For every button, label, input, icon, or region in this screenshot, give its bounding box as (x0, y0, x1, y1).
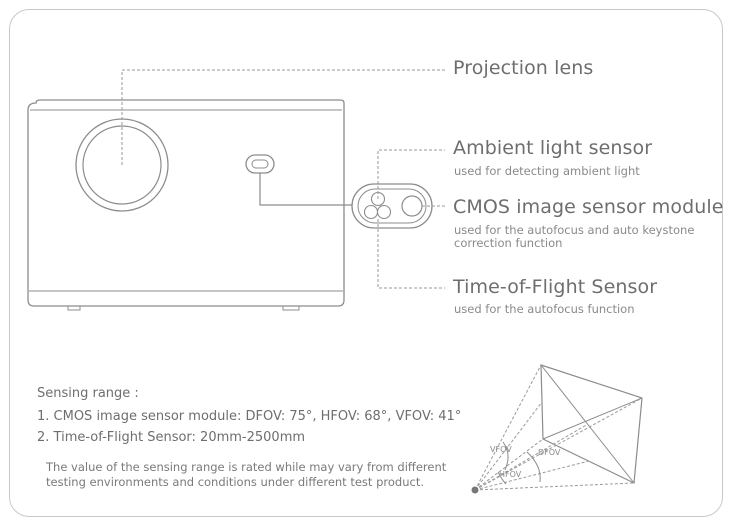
sensing-range-note: The value of the sensing range is rated … (46, 460, 466, 490)
magnify-connector (259, 173, 352, 206)
label-ambient-light-sensor: Ambient light sensor (453, 137, 653, 159)
dfov-label: DFOV (538, 448, 561, 457)
leader-projection-lens (121, 69, 445, 165)
leader-ambient-light (377, 149, 445, 199)
sensing-range-line2: 2. Time-of-Flight Sensor: 20mm-2500mm (37, 430, 306, 445)
vfov-label: VFOV (490, 445, 512, 454)
outer-frame (9, 9, 723, 517)
desc-cmos-module-line1: used for the autofocus and auto keystone (454, 223, 695, 237)
sensing-range-line1: 1. CMOS image sensor module: DFOV: 75°, … (37, 409, 462, 424)
note-line2: testing environments and conditions unde… (46, 475, 424, 489)
label-projection-lens: Projection lens (453, 57, 594, 79)
sensor-panel-outer (351, 183, 433, 229)
hfov-arc (497, 471, 507, 485)
desc-ambient-light-sensor: used for detecting ambient light (454, 164, 640, 178)
tof-sensor-dot-left (363, 204, 379, 220)
label-cmos-module: CMOS image sensor module (453, 196, 724, 218)
projection-lens-inner (82, 125, 162, 205)
vfov-arc (502, 441, 509, 471)
projector-body (27, 99, 345, 307)
hfov-label: HFOV (499, 470, 522, 479)
sensor-panel-inner (357, 188, 427, 224)
sensing-range-title: Sensing range : (37, 386, 139, 401)
note-line1: The value of the sensing range is rated … (46, 460, 447, 474)
tof-sensor-dot-right (376, 204, 392, 220)
dfov-arc (526, 451, 541, 483)
projector-foot-right (282, 305, 300, 311)
leader-tof (377, 219, 445, 289)
fov-diagram: VFOV HFOV DFOV (471, 364, 643, 494)
sensor-window (245, 154, 275, 174)
desc-tof-sensor: used for the autofocus function (454, 302, 635, 316)
cmos-sensor-lens (401, 195, 423, 217)
label-tof-sensor: Time-of-Flight Sensor (453, 276, 658, 298)
projector-foot-left (67, 305, 81, 311)
fov-projection-plane (540, 364, 643, 484)
desc-cmos-module-line2: correction function (454, 236, 563, 250)
fov-origin-dot (471, 486, 479, 494)
